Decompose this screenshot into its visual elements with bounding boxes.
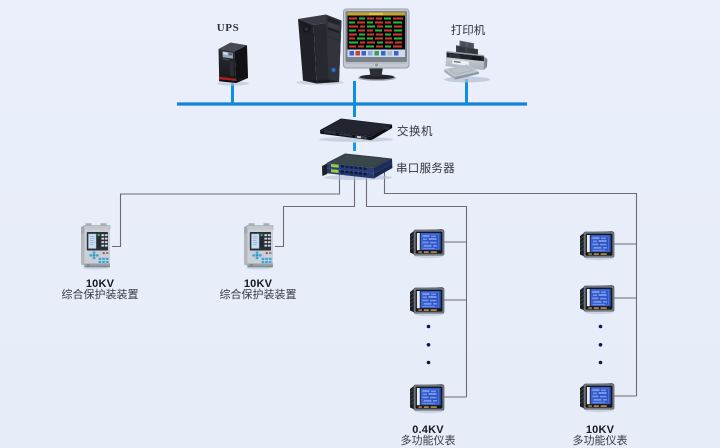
protection-relay-2-voltage: 10KV bbox=[243, 278, 273, 290]
protection-relay-1-label: 10KV 综合保护装装置 bbox=[62, 279, 139, 301]
protection-relay-2-name: 综合保护装装置 bbox=[219, 289, 297, 301]
meter-10kv-1-icon bbox=[579, 230, 615, 261]
protection-relay-1-icon bbox=[80, 222, 111, 270]
ups-label: UPS bbox=[216, 22, 240, 34]
ups-icon bbox=[217, 42, 249, 86]
serial-server-label: 串口服务器 bbox=[396, 163, 455, 175]
printer-label: 打印机 bbox=[450, 25, 486, 37]
meter-10kv-3-icon bbox=[579, 382, 615, 413]
meter-column-10kv-voltage: 10KV bbox=[585, 424, 615, 436]
ellipsis-dots bbox=[426, 324, 603, 365]
meter-04kv-3-icon bbox=[409, 383, 445, 414]
protection-relay-2-icon bbox=[243, 222, 274, 270]
protection-relay-2-label: 10KV 综合保护装装置 bbox=[220, 279, 297, 301]
computer-tower-icon bbox=[296, 14, 344, 85]
meter-column-04kv-voltage: 0.4KV bbox=[412, 424, 444, 436]
meter-column-04kv-label: 0.4KV 多功能仪表 bbox=[401, 425, 456, 447]
serial-lines bbox=[112, 171, 638, 398]
meter-column-10kv-name: 多功能仪表 bbox=[572, 435, 628, 447]
switch-label: 交换机 bbox=[397, 126, 433, 138]
protection-relay-1-voltage: 10KV bbox=[85, 278, 115, 290]
printer-icon bbox=[444, 40, 490, 83]
meter-04kv-1-icon bbox=[409, 228, 445, 259]
ethernet-lines bbox=[177, 79, 527, 151]
switch-icon bbox=[319, 118, 393, 142]
meter-column-04kv-name: 多功能仪表 bbox=[400, 435, 456, 447]
meter-10kv-2-icon bbox=[579, 284, 615, 315]
meter-column-10kv-label: 10KV 多功能仪表 bbox=[573, 425, 628, 447]
protection-relay-1-name: 综合保护装装置 bbox=[61, 289, 139, 301]
meter-04kv-2-icon bbox=[409, 286, 445, 317]
monitor-icon bbox=[343, 8, 410, 81]
serial-server-icon bbox=[322, 153, 393, 181]
